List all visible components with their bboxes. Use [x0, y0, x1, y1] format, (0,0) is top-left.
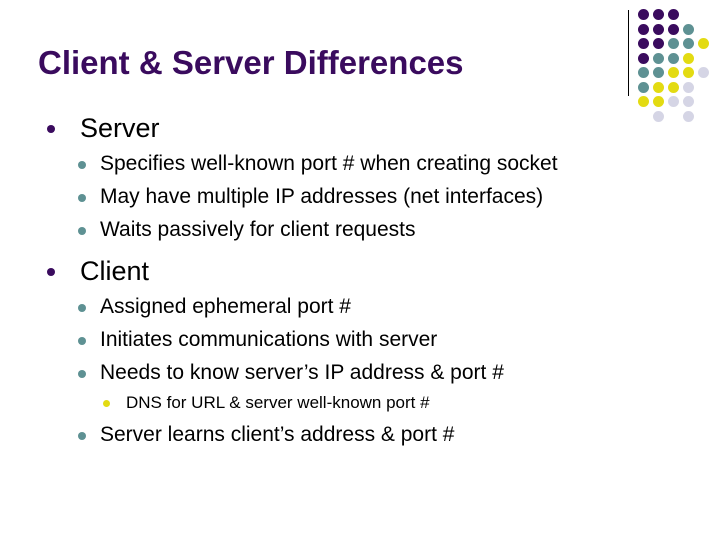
decorative-dot [653, 9, 664, 20]
decorative-dot [683, 81, 694, 93]
bullet-marker-icon [78, 194, 86, 202]
bullet-item-level-2: Initiates communications with server [0, 324, 720, 357]
decorative-dot [638, 9, 649, 20]
decorative-dot [638, 96, 649, 107]
bullet-marker-icon [78, 370, 86, 378]
bullet-item-level-2: Specifies well-known port # when creatin… [0, 148, 720, 181]
vertical-divider-line [628, 10, 629, 96]
bullet-marker-icon [78, 227, 86, 235]
decorative-dot [653, 38, 664, 49]
bullet-item-level-2: Waits passively for client requests [0, 214, 720, 247]
bullet-item-level-2: May have multiple IP addresses (net inte… [0, 181, 720, 214]
bullet-item-level-2: Assigned ephemeral port # [0, 291, 720, 324]
decorative-dot [668, 96, 679, 107]
decorative-dot [668, 52, 679, 64]
bullet-item-level-1: Server [0, 110, 720, 148]
decorative-dot [638, 38, 649, 49]
bullet-marker-icon [103, 400, 110, 407]
decorative-dot [653, 23, 664, 35]
bullet-text: Waits passively for client requests [100, 218, 416, 241]
bullet-item-level-3: DNS for URL & server well-known port # [0, 390, 720, 419]
decorative-dot [683, 110, 694, 122]
decorative-dot [668, 23, 679, 35]
bullet-marker-icon [78, 161, 86, 169]
decorative-dot [683, 67, 694, 78]
bullet-text: Server learns client’s address & port # [100, 423, 455, 446]
bullet-text: Client [80, 256, 150, 286]
bullet-marker-icon [78, 432, 86, 440]
decorative-dot [638, 23, 649, 35]
bullet-item-level-1: Client [0, 253, 720, 291]
decorative-dot [668, 9, 679, 20]
decorative-dot [638, 81, 649, 93]
decorative-dot [638, 52, 649, 64]
decorative-dot [653, 110, 664, 122]
decorative-dot [683, 52, 694, 64]
slide-title: Client & Server Differences [38, 44, 464, 81]
decorative-dot [698, 67, 709, 78]
bullet-marker-icon [47, 268, 55, 276]
bullet-marker-icon [78, 304, 86, 312]
decorative-dot [653, 67, 664, 78]
bullet-item-level-2: Server learns client’s address & port # [0, 419, 720, 452]
decorative-dot [683, 96, 694, 107]
bullet-text: May have multiple IP addresses (net inte… [100, 185, 544, 208]
decorative-dot [683, 23, 694, 35]
bullet-text: Server [80, 113, 160, 143]
bullet-text: Initiates communications with server [100, 328, 438, 351]
bullet-text: DNS for URL & server well-known port # [126, 393, 430, 412]
bullet-text: Specifies well-known port # when creatin… [100, 152, 558, 175]
decorative-dot [668, 67, 679, 78]
decorative-dot [683, 38, 694, 49]
decorative-dot [668, 38, 679, 49]
bullet-item-level-2: Needs to know server’s IP address & port… [0, 357, 720, 390]
bullet-text: Needs to know server’s IP address & port… [100, 361, 504, 384]
bullet-text: Assigned ephemeral port # [100, 295, 351, 318]
decorative-dot [638, 67, 649, 78]
decorative-dot-grid [638, 9, 716, 125]
decorative-dot [653, 96, 664, 107]
bullet-marker-icon [78, 337, 86, 345]
decorative-dot [698, 38, 709, 49]
decorative-dot [653, 52, 664, 64]
bullet-marker-icon [47, 125, 55, 133]
decorative-dot [653, 81, 664, 93]
decorative-dot [668, 81, 679, 93]
